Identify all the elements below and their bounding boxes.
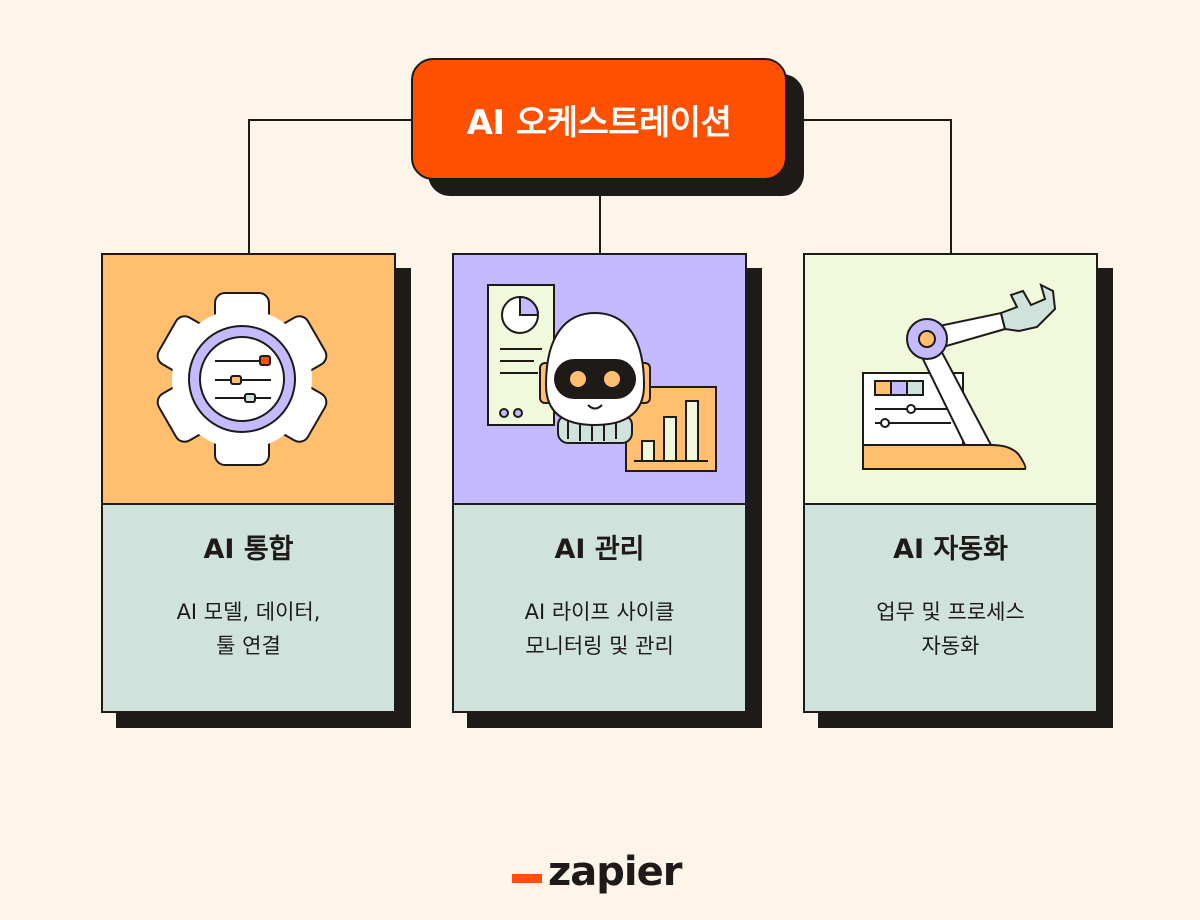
connector-center-vertical: [599, 196, 601, 253]
card-title: AI 관리: [554, 534, 645, 565]
card-description: 업무 및 프로세스 자동화: [821, 595, 1080, 663]
connector-right-horizontal: [787, 119, 952, 121]
card-description-line: AI 라이프 사이클: [524, 600, 675, 624]
card-description: AI 라이프 사이클 모니터링 및 관리: [470, 595, 729, 663]
card-illustration-panel: [454, 255, 745, 505]
card-description: AI 모델, 데이터, 툴 연결: [119, 595, 378, 663]
card-description-line: 자동화: [921, 634, 980, 658]
title-box: AI 오케스트레이션: [411, 58, 787, 180]
robot-arm-icon: [862, 283, 1057, 470]
gear-icon: [156, 292, 328, 466]
card-illustration-panel: [103, 255, 394, 505]
card-description-line: 툴 연결: [216, 634, 281, 658]
card-title: AI 자동화: [893, 534, 1008, 565]
card-description-line: 모니터링 및 관리: [525, 634, 674, 658]
card-ai-integration: AI 통합 AI 모델, 데이터, 툴 연결: [101, 253, 396, 713]
diagram-title: AI 오케스트레이션: [466, 102, 732, 143]
connector-right-vertical: [950, 119, 952, 253]
logo-wordmark: zapier: [548, 849, 682, 895]
robot-icon: [487, 284, 717, 472]
connector-left-horizontal: [248, 119, 411, 121]
card-description-line: AI 모델, 데이터,: [176, 600, 321, 624]
card-title: AI 통합: [203, 534, 294, 565]
card-ai-automation: AI 자동화 업무 및 프로세스 자동화: [803, 253, 1098, 713]
card-ai-management: AI 관리 AI 라이프 사이클 모니터링 및 관리: [452, 253, 747, 713]
connector-left-vertical: [248, 119, 250, 253]
zapier-logo: zapier: [512, 842, 682, 895]
logo-underscore-mark: [512, 874, 542, 883]
card-description-line: 업무 및 프로세스: [876, 600, 1025, 624]
card-illustration-panel: [805, 255, 1096, 505]
